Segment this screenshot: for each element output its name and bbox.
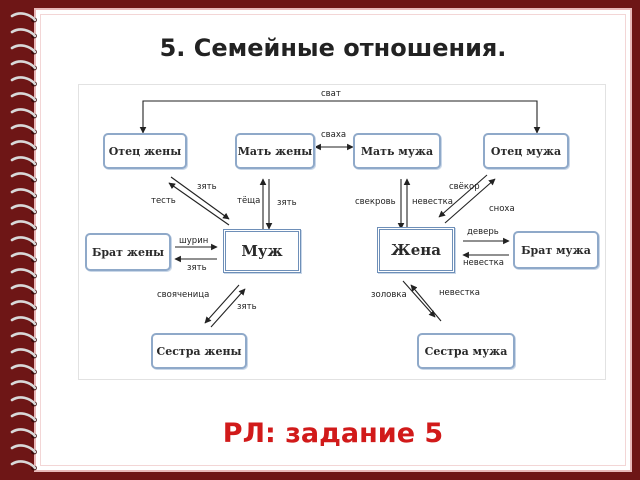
svoyachenitsa-arrow: [204, 284, 240, 324]
spiral-ring: [10, 460, 37, 470]
spiral-ring: [10, 156, 37, 166]
spiral-ring: [10, 140, 37, 150]
spiral-ring: [10, 28, 37, 38]
spiral-ring: [10, 60, 37, 70]
zyat-arrow-1: [170, 176, 230, 220]
label-nevestka-1: невестка: [412, 197, 453, 207]
node-brother-of-wife: Брат жены: [85, 233, 171, 271]
spiral-binding: [10, 12, 37, 471]
node-father-of-wife: Отец жены: [103, 133, 187, 169]
node-sister-of-wife: Сестра жены: [151, 333, 247, 369]
connector-lines: [139, 100, 541, 328]
zolovka-arrow: [402, 280, 436, 318]
label-svekrov: свекровь: [355, 197, 396, 207]
label-zyat-3: зять: [187, 263, 207, 273]
node-brother-of-husband: Брат мужа: [513, 231, 599, 269]
spiral-ring: [10, 172, 37, 182]
zyat-arrow-4: [210, 288, 246, 328]
node-father-of-husband: Отец мужа: [483, 133, 569, 169]
label-svyokor: свёкор: [449, 182, 480, 192]
node-mother-of-husband: Мать мужа: [353, 133, 441, 169]
spiral-ring: [10, 124, 37, 134]
family-relations-diagram: Отец жены Мать жены Мать мужа Отец мужа …: [78, 84, 606, 380]
label-zyat-4: зять: [237, 302, 257, 312]
node-sister-of-husband: Сестра мужа: [417, 333, 515, 369]
node-husband: Муж: [223, 229, 301, 273]
spiral-ring: [10, 44, 37, 54]
slide-title: 5. Семейные отношения.: [159, 34, 507, 62]
spiral-ring: [10, 188, 37, 198]
spiral-ring: [10, 348, 37, 358]
label-snokha: сноха: [489, 204, 515, 214]
node-mother-of-wife: Мать жены: [235, 133, 315, 169]
label-nevestka-3: невестка: [439, 288, 480, 298]
spiral-ring: [10, 12, 37, 22]
spiral-ring: [10, 316, 37, 326]
snokha-arrow: [444, 178, 496, 224]
spiral-ring: [10, 300, 37, 310]
spiral-ring: [10, 396, 37, 406]
label-dever: деверь: [467, 227, 499, 237]
spiral-ring: [10, 380, 37, 390]
node-wife: Жена: [377, 227, 455, 273]
test-arrow: [168, 182, 230, 226]
label-tyoshcha: тёща: [237, 196, 261, 206]
spiral-ring: [10, 236, 37, 246]
label-svoyachenitsa: свояченица: [157, 290, 210, 300]
label-nevestka-2: невестка: [463, 258, 504, 268]
spiral-ring: [10, 92, 37, 102]
spiral-ring: [10, 412, 37, 422]
label-shurin: шурин: [179, 236, 209, 246]
spiral-ring: [10, 364, 37, 374]
spiral-ring: [10, 444, 37, 454]
spiral-ring: [10, 428, 37, 438]
spiral-ring: [10, 204, 37, 214]
label-zyat-1: зять: [197, 182, 217, 192]
label-test: тесть: [151, 196, 176, 206]
spiral-ring: [10, 268, 37, 278]
spiral-ring: [10, 108, 37, 118]
label-zyat-2: зять: [277, 198, 297, 208]
assignment-caption: РЛ: задание 5: [222, 418, 444, 449]
label-svakha: сваха: [321, 130, 347, 140]
nevestka-arrow-3: [410, 284, 442, 322]
label-svat: сват: [321, 89, 341, 99]
spiral-ring: [10, 252, 37, 262]
spiral-ring: [10, 220, 37, 230]
spiral-ring: [10, 284, 37, 294]
svyokor-arrow: [438, 174, 488, 218]
spiral-ring: [10, 332, 37, 342]
svat-connector: [139, 100, 541, 134]
spiral-ring: [10, 76, 37, 86]
label-zolovka: золовка: [371, 290, 407, 300]
